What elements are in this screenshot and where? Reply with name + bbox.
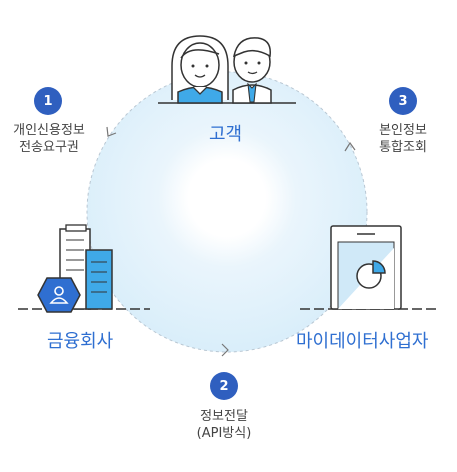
step-2-badge: 2 xyxy=(210,372,238,400)
arrow-mark-3 xyxy=(344,141,356,152)
step-1-badge: 1 xyxy=(34,87,62,115)
step-3-line1: 본인정보 xyxy=(379,123,427,138)
step-2-text: 정보전달 (API방식) xyxy=(179,408,269,442)
step-1-text: 개인신용정보 전송요구권 xyxy=(4,122,94,156)
step-1-line1: 개인신용정보 xyxy=(13,123,85,138)
financial-company-label: 금융회사 xyxy=(47,331,114,352)
bank-buildings-icon xyxy=(18,224,150,313)
step-3-text: 본인정보 통합조회 xyxy=(358,122,448,156)
flow-circle xyxy=(86,71,368,353)
arrow-mark-1 xyxy=(106,126,117,137)
mydata-operator-label: 마이데이터사업자 xyxy=(296,331,429,352)
step-3-badge: 3 xyxy=(389,87,417,115)
customers-icon xyxy=(158,35,296,104)
tablet-chart-icon xyxy=(300,225,440,310)
step-2-line2: (API방식) xyxy=(196,426,252,441)
customer-label: 고객 xyxy=(209,124,243,145)
step-3-line2: 통합조회 xyxy=(379,140,427,155)
arrow-mark-2 xyxy=(221,343,229,357)
step-1-line2: 전송요구권 xyxy=(19,140,79,155)
step-2-line1: 정보전달 xyxy=(200,409,248,424)
